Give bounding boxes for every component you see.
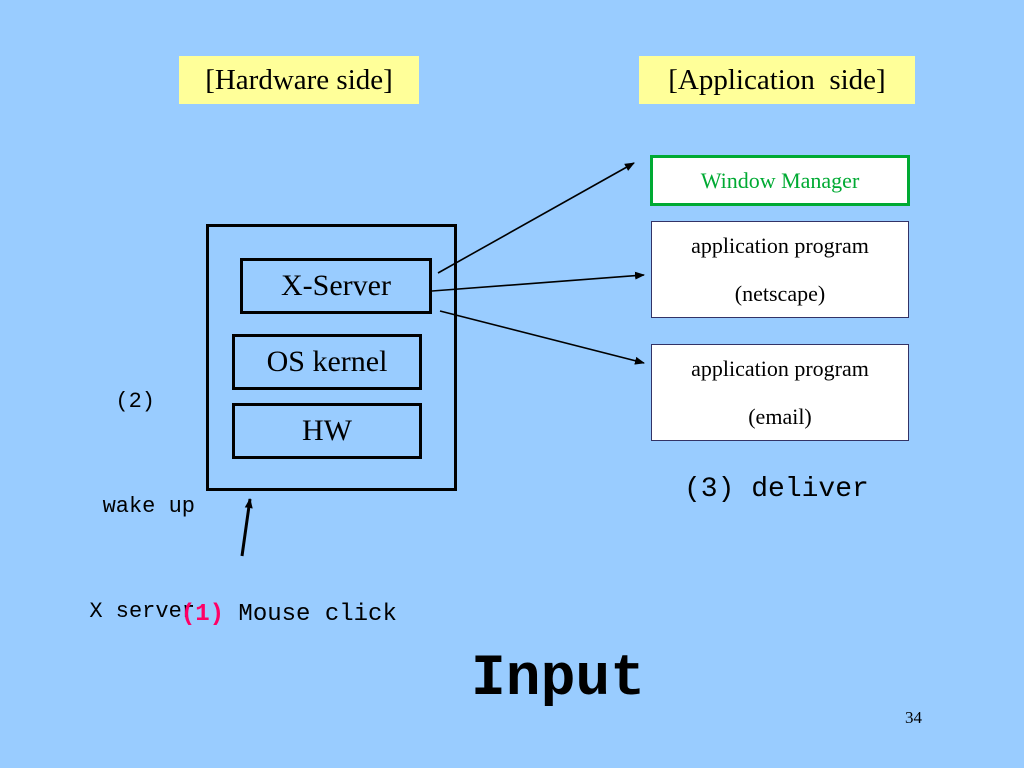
hw-box: HW — [232, 403, 422, 459]
app-netscape-name: (netscape) — [734, 280, 826, 306]
step1-label: (1) Mouse click — [152, 574, 397, 628]
slide-title: Input — [470, 647, 646, 712]
hardware-side-label: [Hardware side] — [179, 56, 419, 104]
hw-label: HW — [302, 414, 352, 447]
app-email-name: (email) — [748, 403, 812, 429]
step3-label: (3) deliver — [684, 474, 869, 505]
window-manager-box: Window Manager — [650, 155, 910, 206]
step2-label: (2) wake up X server — [50, 314, 195, 664]
step2-number: (2) — [115, 389, 155, 414]
os-kernel-label: OS kernel — [266, 345, 388, 378]
page-number: 34 — [905, 708, 922, 727]
application-side-label: [Application side] — [639, 56, 915, 104]
app-email-title: application program — [691, 355, 869, 381]
arrow-to-email — [439, 310, 645, 365]
mouse-click-arrow — [240, 498, 253, 557]
app-email-box: application program (email) — [651, 344, 909, 441]
os-kernel-box: OS kernel — [232, 334, 422, 390]
step1-text: Mouse click — [224, 601, 397, 628]
arrow-to-window-manager — [437, 162, 635, 274]
arrow-to-netscape — [431, 271, 645, 292]
x-server-box: X-Server — [240, 258, 432, 314]
step2-line2: X server — [89, 599, 195, 624]
app-netscape-title: application program — [691, 232, 869, 258]
x-server-label: X-Server — [281, 269, 391, 302]
step2-line1: wake up — [102, 494, 195, 519]
app-netscape-box: application program (netscape) — [651, 221, 909, 318]
step1-number: (1) — [180, 601, 225, 628]
window-manager-label: Window Manager — [700, 167, 860, 193]
machine-box — [206, 224, 457, 491]
